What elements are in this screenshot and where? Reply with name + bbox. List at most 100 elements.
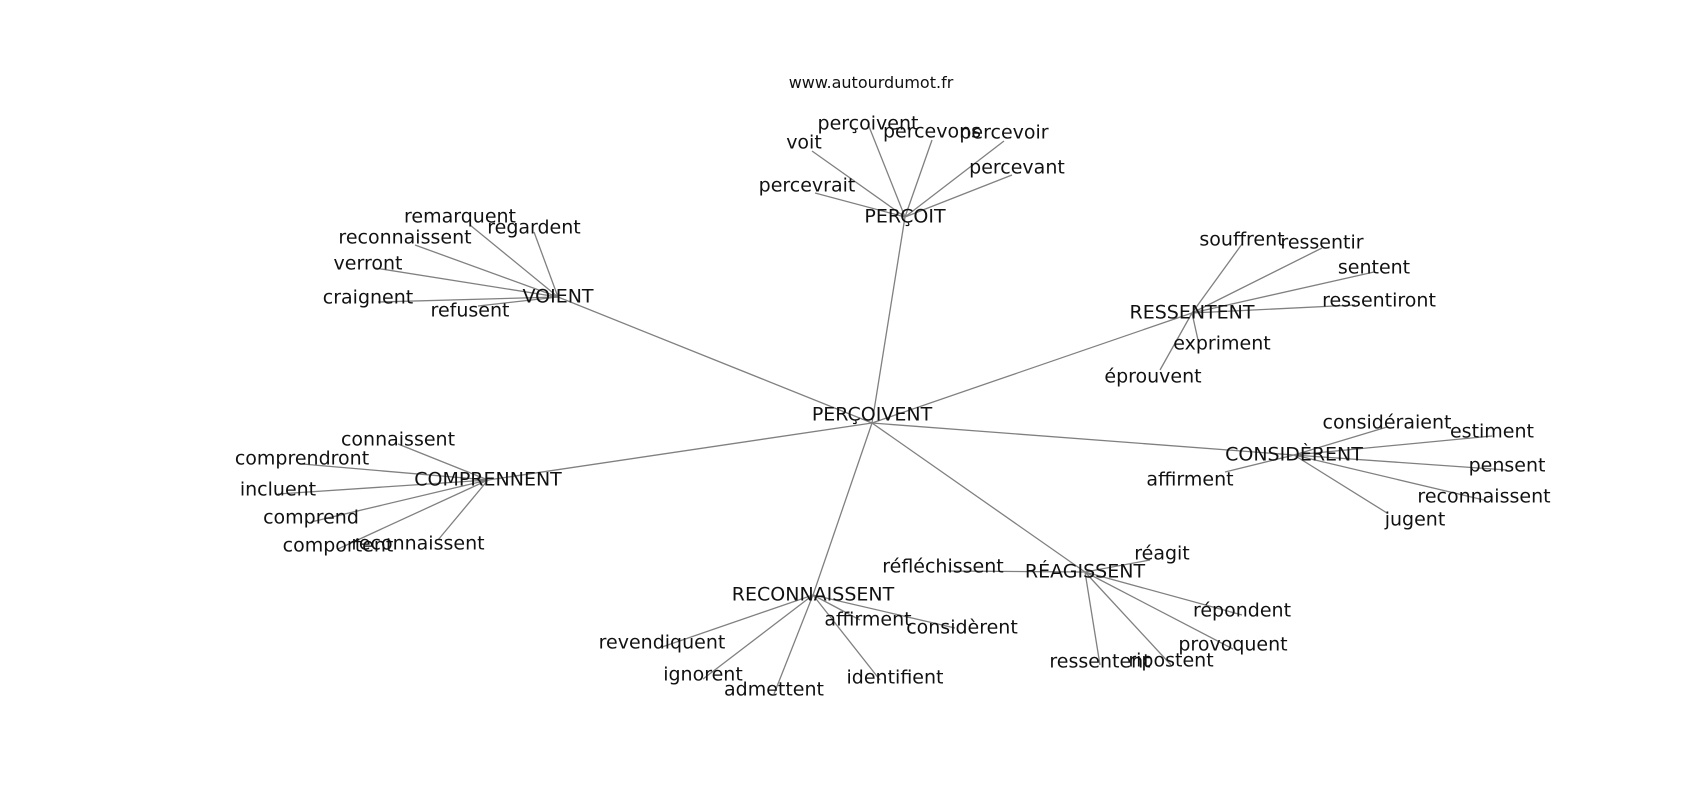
edge-hub-leaf bbox=[1224, 454, 1295, 473]
edge-hub-leaf bbox=[310, 479, 489, 523]
hub-word[interactable]: RESSENTENT bbox=[1130, 302, 1255, 324]
edge-hub-leaf bbox=[1084, 571, 1234, 650]
leaf-word[interactable]: ressentir bbox=[1280, 232, 1363, 254]
edge-hub-leaf bbox=[661, 594, 814, 648]
leaf-word[interactable]: craignent bbox=[323, 287, 413, 309]
leaf-word[interactable]: réfléchissent bbox=[882, 556, 1004, 578]
edge-hub-leaf bbox=[812, 594, 956, 629]
leaf-word[interactable]: comprendront bbox=[235, 448, 369, 470]
edge-center-hub bbox=[487, 422, 873, 481]
edge-hub-leaf bbox=[337, 479, 489, 550]
edge-hub-leaf bbox=[1084, 559, 1151, 573]
leaf-word[interactable]: revendiquent bbox=[599, 632, 726, 654]
edge-center-hub bbox=[871, 422, 1086, 573]
edge-center-hub bbox=[812, 422, 873, 596]
leaf-word[interactable]: pensent bbox=[1469, 455, 1546, 477]
edge-hub-leaf bbox=[812, 594, 881, 681]
edge-hub-leaf bbox=[397, 443, 489, 481]
leaf-word[interactable]: percevons bbox=[883, 121, 981, 143]
leaf-word[interactable]: regardent bbox=[487, 217, 581, 239]
edge-hub-leaf bbox=[533, 231, 559, 298]
edge-hub-leaf bbox=[773, 594, 814, 695]
edge-hub-leaf bbox=[867, 123, 906, 218]
edge-hub-leaf bbox=[1293, 435, 1493, 456]
leaf-word[interactable]: considéraient bbox=[1323, 412, 1452, 434]
hub-word[interactable]: RÉAGISSENT bbox=[1025, 560, 1146, 583]
edge-hub-leaf bbox=[904, 140, 1005, 218]
edge-hub-leaf bbox=[374, 267, 559, 298]
edge-hub-leaf bbox=[1191, 304, 1356, 314]
leaf-word[interactable]: perçoivent bbox=[818, 113, 919, 135]
leaf-word[interactable]: ignorent bbox=[663, 664, 743, 686]
edge-hub-leaf bbox=[811, 150, 906, 218]
edge-center-hub bbox=[871, 216, 906, 424]
leaf-word[interactable]: jugent bbox=[1384, 509, 1446, 531]
leaf-word[interactable]: percevrait bbox=[759, 175, 856, 197]
leaf-word[interactable]: réagit bbox=[1134, 543, 1190, 565]
leaf-word[interactable]: verront bbox=[334, 253, 403, 275]
edge-hub-leaf bbox=[1191, 312, 1199, 341]
leaf-word[interactable]: considèrent bbox=[906, 617, 1018, 639]
leaf-word[interactable]: percevant bbox=[969, 157, 1065, 179]
leaf-word[interactable]: admettent bbox=[724, 679, 824, 701]
edge-hub-leaf bbox=[1293, 454, 1485, 501]
leaf-word[interactable]: comprend bbox=[263, 507, 359, 529]
edge-hub-leaf bbox=[1191, 271, 1375, 314]
leaf-word[interactable]: expriment bbox=[1173, 333, 1270, 355]
edge-center-hub bbox=[871, 422, 1295, 456]
leaf-word[interactable]: éprouvent bbox=[1104, 366, 1201, 388]
leaf-word[interactable]: voit bbox=[786, 132, 822, 154]
edge-hub-leaf bbox=[437, 479, 489, 541]
leaf-word[interactable]: incluent bbox=[240, 479, 316, 501]
leaf-word[interactable]: ressentiront bbox=[1322, 290, 1436, 312]
leaf-word[interactable]: identifient bbox=[847, 667, 944, 689]
leaf-word[interactable]: comportent bbox=[283, 535, 394, 557]
leaf-word[interactable]: affirment bbox=[824, 609, 911, 631]
leaf-word[interactable]: affirment bbox=[1146, 469, 1233, 491]
edge-hub-leaf bbox=[904, 139, 933, 218]
leaf-word[interactable]: remarquent bbox=[404, 206, 516, 228]
edge-hub-leaf bbox=[812, 594, 861, 621]
edge-hub-leaf bbox=[1293, 454, 1388, 514]
leaf-word[interactable]: sentent bbox=[1338, 257, 1410, 279]
edge-hub-leaf bbox=[277, 479, 489, 495]
edge-hub-leaf bbox=[414, 244, 559, 298]
leaf-word[interactable]: reconnaissent bbox=[1417, 486, 1550, 508]
edge-hub-leaf bbox=[377, 296, 559, 303]
leaf-word[interactable]: ressentent bbox=[1049, 651, 1150, 673]
leaf-word[interactable]: refusent bbox=[431, 300, 510, 322]
edge-hub-leaf bbox=[469, 224, 559, 298]
edge-hub-leaf bbox=[1159, 312, 1193, 371]
edge-center-hub bbox=[557, 296, 873, 424]
graph-edges bbox=[277, 123, 1508, 695]
edge-hub-leaf bbox=[947, 570, 1086, 573]
leaf-word[interactable]: reconnaissent bbox=[351, 533, 484, 555]
hub-word[interactable]: CONSIDÈRENT bbox=[1225, 443, 1363, 466]
hub-word[interactable]: COMPRENNENT bbox=[414, 469, 562, 491]
leaf-word[interactable]: provoquent bbox=[1178, 634, 1287, 656]
site-watermark: www.autourdumot.fr bbox=[789, 73, 954, 92]
hub-word[interactable]: PERÇOIT bbox=[864, 206, 946, 228]
leaf-word[interactable]: estiment bbox=[1450, 421, 1534, 443]
leaf-word[interactable]: souffrent bbox=[1199, 229, 1284, 251]
edge-hub-leaf bbox=[1084, 571, 1101, 666]
edge-hub-leaf bbox=[1293, 454, 1508, 471]
leaf-word[interactable]: connaissent bbox=[341, 429, 455, 451]
leaf-word[interactable]: reconnaissent bbox=[338, 227, 471, 249]
edge-hub-leaf bbox=[1084, 571, 1172, 666]
edge-hub-leaf bbox=[1293, 426, 1388, 456]
edge-hub-leaf bbox=[301, 463, 489, 481]
leaf-word[interactable]: percevoir bbox=[959, 122, 1048, 144]
leaf-word[interactable]: ripostent bbox=[1128, 650, 1213, 672]
hub-word[interactable]: VOIENT bbox=[522, 286, 593, 308]
edge-hub-leaf bbox=[702, 594, 814, 680]
edge-hub-leaf bbox=[1084, 571, 1243, 616]
edge-hub-leaf bbox=[814, 192, 906, 218]
leaf-word[interactable]: répondent bbox=[1193, 600, 1291, 622]
edge-center-hub bbox=[871, 312, 1193, 424]
center-word[interactable]: PERÇOIVENT bbox=[812, 404, 933, 426]
edge-hub-leaf bbox=[1191, 243, 1243, 314]
hub-word[interactable]: RECONNAISSENT bbox=[732, 584, 895, 606]
